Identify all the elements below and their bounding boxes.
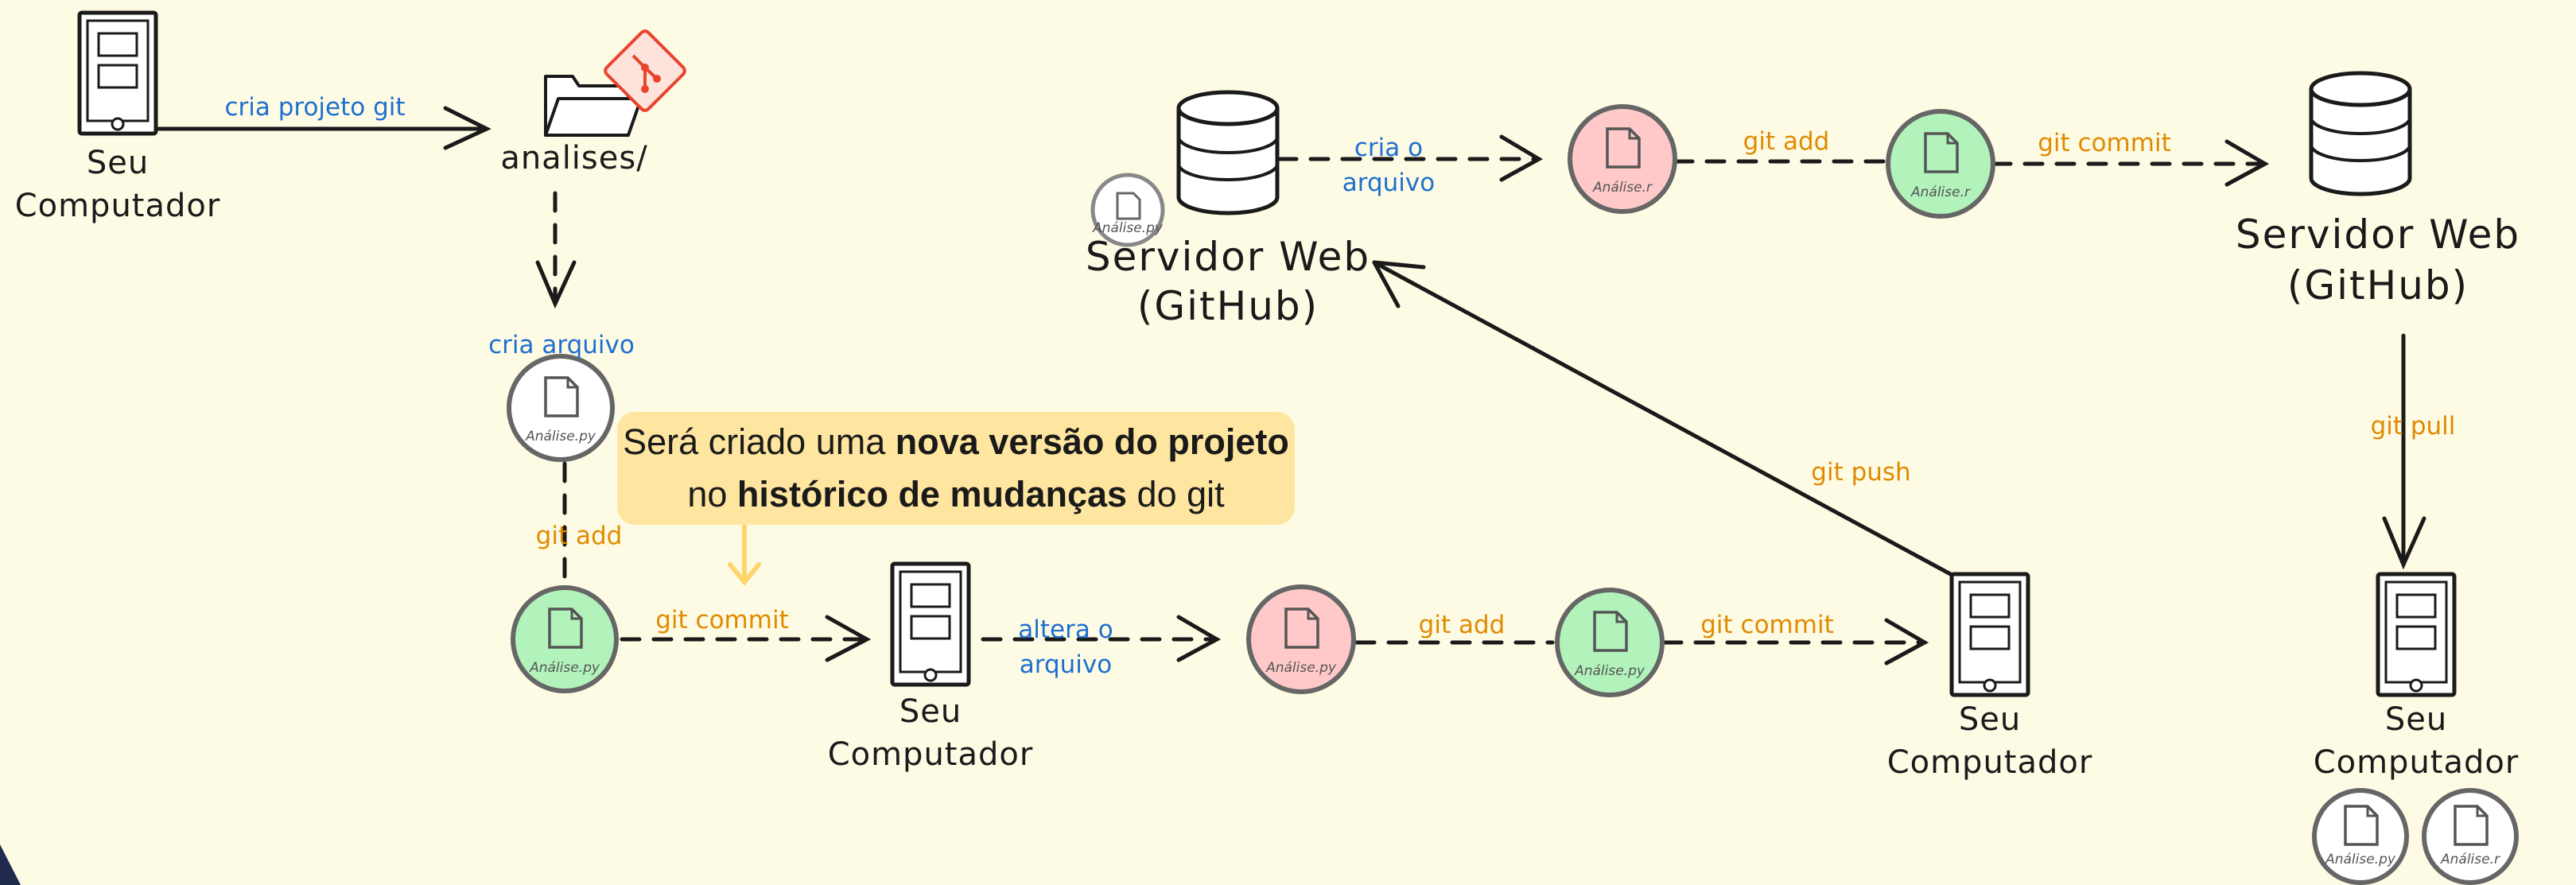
connector-lines [157,106,2426,666]
edge-label-git-commit-2: git commit [1700,611,1833,639]
file-pulled-r: Análise.r [2422,788,2519,885]
computer-3-line1: Seu [1959,701,2021,738]
computer-4: Seu Computador [2314,574,2520,781]
computer-3-line2: Computador [1887,744,2093,781]
file-modified-name: Análise.py [1265,660,1337,676]
git-logo-icon [604,29,686,112]
computer-3: Seu Computador [1887,574,2093,781]
database-icon [2311,73,2410,194]
corner-shape [0,844,21,885]
file-server-small: Análise.py [1090,173,1165,247]
server-1-line2: (GitHub) [1137,283,1319,329]
callout-text: no [687,474,737,514]
computer-1-line1: Seu [87,145,149,181]
callout-bold-text: nova versão do projeto [895,421,1289,462]
database-icon [1179,92,1277,213]
computer-icon [80,13,156,134]
folder-label: analises/ [500,140,647,177]
edge-label-web-create-l1: cria o [1354,134,1423,162]
file-added: Análise.py [511,585,619,693]
file-server-small-name: Análise.py [1092,220,1164,236]
file-created: Análise.py [507,354,615,462]
edge-label-git-add-1: git add [536,522,623,550]
server-2-line1: Servidor Web [2236,212,2520,258]
edge-label-create-repo: cria projeto git [224,93,405,122]
server-2: Servidor Web (GitHub) [2236,73,2520,309]
edge-label-modify-file-l1: altera o [1018,615,1113,644]
edge-label-create-file: cria arquivo [488,331,635,359]
callout-pointer-head [728,562,761,586]
callout-text: Será criado uma [623,421,896,462]
callout-line-2: no histórico de mudanças do git [687,468,1224,521]
file-pulled-py-name: Análise.py [2325,852,2396,868]
file-modified: Análise.py [1246,584,1356,694]
file-web-created-name: Análise.r [1592,180,1653,196]
file-readded-name: Análise.py [1574,663,1645,679]
file-readded: Análise.py [1555,588,1665,697]
computer-4-line1: Seu [2385,701,2447,738]
edge-label-git-add-3: git add [1743,127,1830,156]
file-web-added-name: Análise.r [1910,184,1971,200]
file-added-name: Análise.py [529,660,600,676]
folder-icon [544,75,643,137]
document-icon [1116,192,1141,220]
edge-label-git-add-2: git add [1419,611,1506,639]
file-pulled-py: Análise.py [2312,788,2409,885]
computer-2-line2: Computador [828,736,1034,773]
project-folder: analises/ [500,29,686,177]
file-created-name: Análise.py [525,429,596,444]
callout-note: Será criado uma nova versão do projeto n… [617,412,1295,525]
server-2-line2: (GitHub) [2287,262,2469,309]
edge-label-git-commit-1: git commit [655,606,788,635]
computer-2-line1: Seu [899,693,962,730]
file-web-created: Análise.r [1568,104,1677,214]
callout-line-1: Será criado uma nova versão do projeto [623,416,1289,468]
computer-icon [1952,574,2028,695]
computer-icon [2378,574,2454,695]
edge-label-web-create-l2: arquivo [1342,169,1435,197]
computer-2: Seu Computador [828,564,1034,773]
file-web-added: Análise.r [1886,109,1995,219]
file-pulled-r-name: Análise.r [2440,852,2500,868]
computer-1: Seu Computador [15,13,221,224]
computer-4-line2: Computador [2314,744,2520,781]
edge-label-git-pull: git pull [2371,412,2456,441]
computer-1-line2: Computador [15,188,221,224]
callout-text: do git [1127,474,1225,514]
computer-icon [892,564,969,685]
edge-label-modify-file-l2: arquivo [1020,650,1112,679]
edge-label-git-push: git push [1811,458,1910,487]
edge-label-git-commit-3: git commit [2038,129,2170,157]
callout-bold-text: histórico de mudanças [736,474,1128,514]
